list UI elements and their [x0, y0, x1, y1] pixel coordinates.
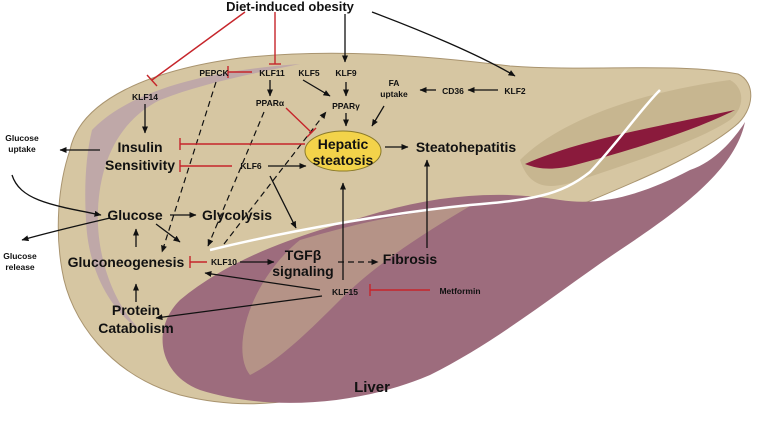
gluconeogenesis-label: Gluconeogenesis	[68, 254, 185, 270]
insulin-label-1: Insulin	[117, 139, 162, 155]
klf14-label: KLF14	[132, 92, 158, 102]
metformin-label: Metformin	[439, 286, 480, 296]
glucose-release-label-2: release	[5, 262, 35, 272]
liver-vein	[525, 110, 735, 169]
hepatic-steatosis-ellipse	[304, 130, 382, 172]
klf5-label: KLF5	[298, 68, 320, 78]
liver-label: Liver	[354, 379, 390, 396]
protein-label-2: Catabolism	[98, 320, 173, 336]
glucose-release-label-1: Glucose	[3, 251, 37, 261]
liver-lower-highlight	[242, 206, 470, 375]
steatohepatitis-label: Steatohepatitis	[416, 139, 517, 155]
klf2-label: KLF2	[504, 86, 526, 96]
glucose-uptake-label-1: Glucose	[5, 133, 39, 143]
klf15-label: KLF15	[332, 287, 358, 297]
pepck-label: PEPCK	[199, 68, 229, 78]
fibrosis-label: Fibrosis	[383, 251, 438, 267]
liver-lobe-divider	[209, 89, 661, 252]
indirect-arrows	[161, 81, 379, 265]
activation-arrows	[11, 11, 516, 321]
fa-uptake-label-2: uptake	[380, 89, 408, 99]
liver-illustration	[57, 52, 752, 405]
insulin-label-2: Sensitivity	[105, 157, 175, 173]
diagram-labels: Diet-induced obesity PEPCK KLF11 KLF5 KL…	[3, 0, 526, 396]
hepatic-label-2: steatosis	[313, 152, 374, 168]
cd36-label: CD36	[442, 86, 464, 96]
fa-uptake-label-1: FA	[389, 78, 400, 88]
glycolysis-label: Glycolysis	[202, 207, 272, 223]
diet-obesity-label: Diet-induced obesity	[226, 0, 355, 14]
ppara-label: PPARα	[256, 98, 285, 108]
pparg-label: PPARγ	[332, 101, 360, 111]
tgfb-label-2: signaling	[272, 263, 333, 279]
protein-label-1: Protein	[112, 302, 160, 318]
glucose-uptake-label-2: uptake	[8, 144, 36, 154]
klf9-label: KLF9	[335, 68, 357, 78]
klf11-label: KLF11	[259, 68, 285, 78]
klf6-label: KLF6	[240, 161, 262, 171]
glucose-label: Glucose	[107, 207, 162, 223]
hepatic-label-1: Hepatic	[318, 136, 369, 152]
inhibition-lines	[146, 11, 430, 296]
liver-lower-lobe	[162, 122, 746, 403]
tgfb-label-1: TGFβ	[285, 247, 322, 263]
klf10-label: KLF10	[211, 257, 237, 267]
